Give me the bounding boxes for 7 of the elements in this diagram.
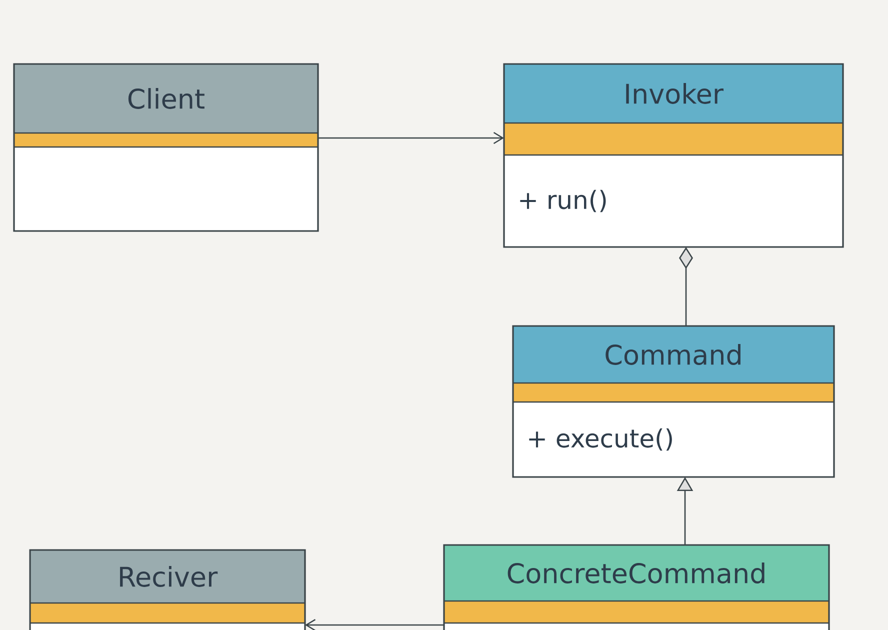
class-box: Invoker + run() (503, 63, 844, 248)
class-box: Reciver (29, 549, 306, 630)
class-box: Command + execute() (512, 325, 835, 478)
class-box: ConcreteCommand (443, 544, 830, 630)
arrow (305, 618, 444, 630)
class-box: Client (13, 63, 319, 232)
arrow (318, 132, 504, 144)
